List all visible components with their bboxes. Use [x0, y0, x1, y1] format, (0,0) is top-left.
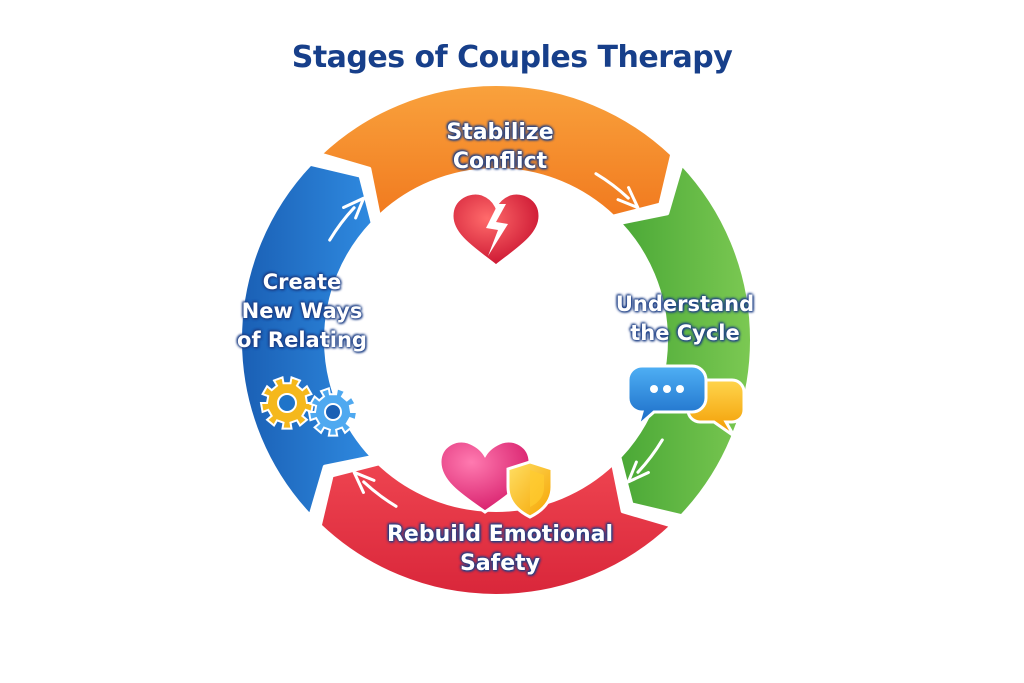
arrow-to-stabilize: [328, 196, 366, 242]
stage-label-line: of Relating: [237, 328, 367, 352]
stage-label-line: the Cycle: [630, 321, 740, 345]
stage-label-line: Understand: [615, 292, 755, 316]
broken-heart-icon: [450, 191, 542, 268]
stage-label-line: Create: [262, 270, 342, 294]
gears-icon: [259, 376, 359, 437]
stage-label-new-ways: Create New Ways of Relating: [232, 268, 372, 355]
stage-label-line: Rebuild Emotional: [386, 522, 614, 547]
stage-label-line: New Ways: [241, 299, 363, 323]
arrow-to-understand: [594, 172, 640, 210]
speech-bubbles-icon: [626, 364, 746, 438]
stage-label-understand-cycle: Understand the Cycle: [610, 290, 760, 348]
diagram-title: Stages of Couples Therapy: [291, 40, 733, 75]
stage-label-line: Safety: [459, 551, 541, 576]
segment-stabilize-conflict: [317, 82, 675, 219]
heart-shield-icon: [438, 439, 554, 519]
stage-label-rebuild-safety: Rebuild Emotional Safety: [370, 520, 630, 578]
segment-understand-cycle: [617, 161, 754, 519]
stage-label-line: Conflict: [452, 149, 548, 174]
stage-label-stabilize-conflict: Stabilize Conflict: [400, 118, 600, 176]
stage-label-line: Stabilize: [446, 120, 554, 145]
arrow-to-new-ways: [352, 470, 398, 508]
arrow-to-rebuild: [626, 438, 664, 484]
